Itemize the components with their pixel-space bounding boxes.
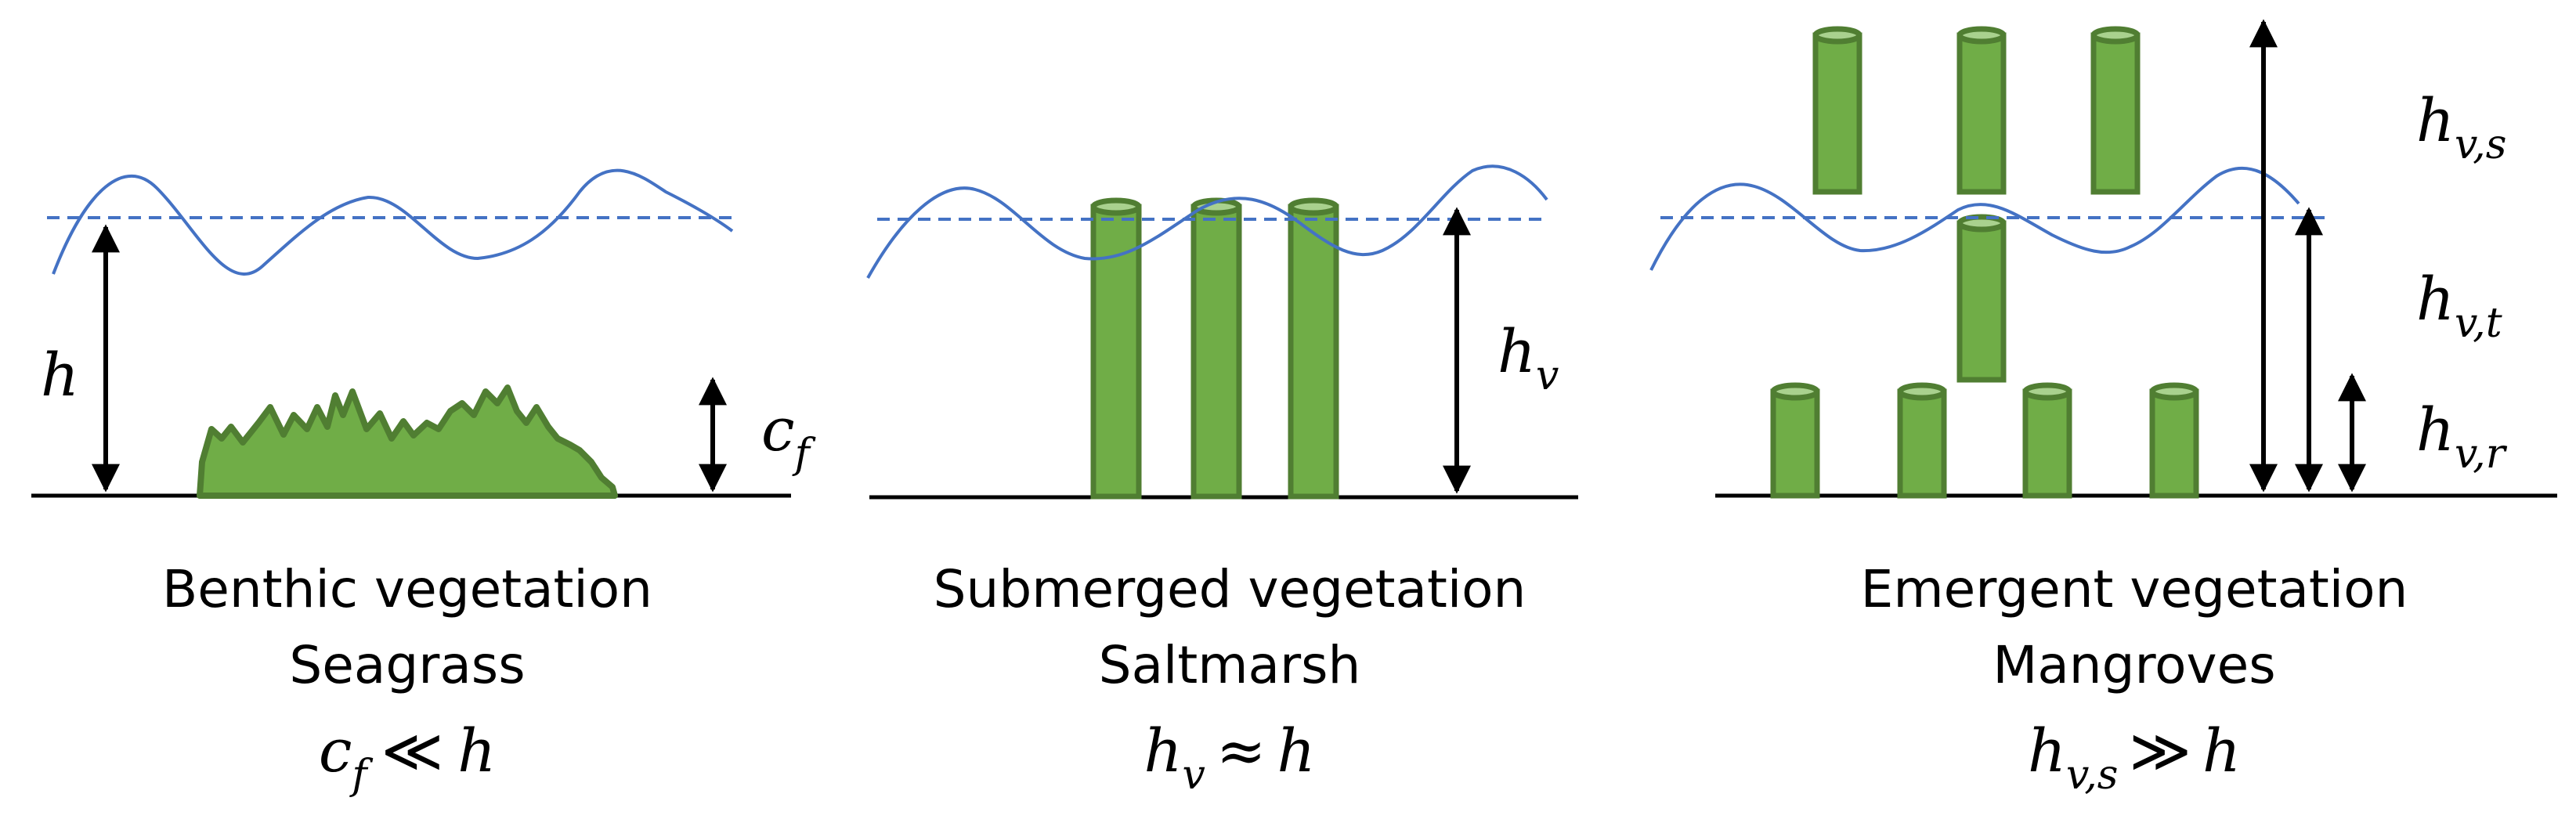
panel-subtitle: Mangroves [1993,635,2275,695]
stem-2 [1190,197,1242,500]
panel-title: Emergent vegetation [1861,559,2408,619]
upper-stem-3 [2090,26,2141,195]
panel-relation: hv≈h [1144,716,1316,799]
panel-relation: hv,s≫h [2028,716,2241,799]
trunk [1956,214,2007,383]
upper-stem-1 [1812,26,1862,195]
stem-3 [1288,197,1339,500]
panel-subtitle: Seagrass [289,635,525,695]
panel-title: Benthic vegetation [162,559,652,619]
trunk-height-label: hv,t [2416,264,2502,347]
vegetation-height-label: hv [1498,316,1559,399]
panel-submerged: hv Submerged vegetation Saltmarsh hv≈h [866,164,1578,799]
water-wave [1649,167,2300,271]
water-wave [866,164,1548,279]
stem-1 [1090,197,1142,500]
panel-benthic: h cf Benthic vegetation Seagrass cf≪h [31,168,816,799]
root-1 [1770,382,1820,499]
seagrass-shape [197,384,618,499]
upper-stem-2 [1956,26,2007,195]
stem-height-label: hv,s [2416,85,2506,168]
root-2 [1897,382,1947,499]
panel-subtitle: Saltmarsh [1099,635,1361,695]
canopy-height-label: cf [761,395,816,478]
panel-emergent: hv,s hv,t hv,r Emergent vegetation Mangr… [1649,19,2557,799]
water-wave [52,168,734,276]
root-4 [2149,382,2199,499]
root-height-label: hv,r [2416,395,2508,478]
root-3 [2022,382,2072,499]
panel-title: Submerged vegetation [934,559,1526,619]
depth-label: h [41,340,79,410]
panel-relation: cf≪h [319,716,496,799]
